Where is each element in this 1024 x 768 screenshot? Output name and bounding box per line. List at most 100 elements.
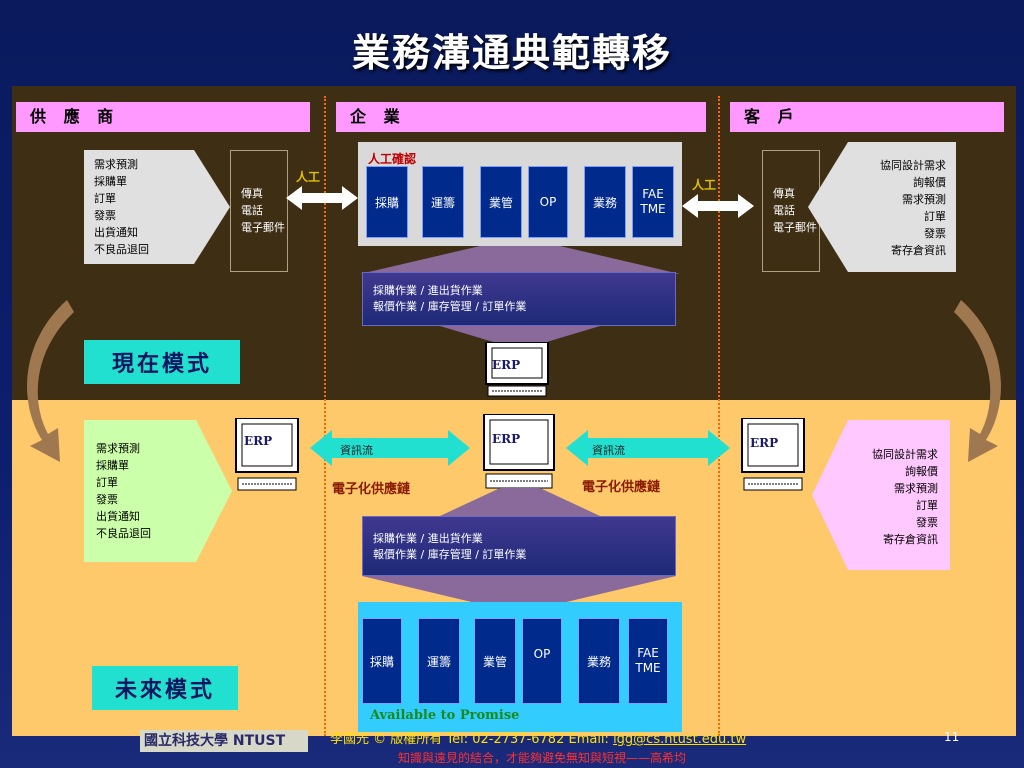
customer-erp-computer-icon: ERP <box>740 417 806 492</box>
erp-label: ERP <box>244 434 273 448</box>
list-item: 寄存倉資訊 <box>883 533 938 546</box>
dept-tme-label: TME <box>635 661 661 675</box>
manual-double-arrow-right <box>682 194 754 218</box>
dept-op: OP <box>528 166 568 238</box>
dept-logistics: 運籌 <box>422 166 464 238</box>
list-item: 寄存倉資訊 <box>891 244 946 257</box>
ops-line-2: 報價作業 / 庫存管理 / 訂單作業 <box>373 548 527 561</box>
dept-purchasing: 採購 <box>362 618 402 704</box>
supplier-future-doc-bg <box>84 420 232 562</box>
ops-line-1: 採購作業 / 進出貨作業 <box>373 532 483 545</box>
page-number: 11 <box>944 730 960 744</box>
manual-label-left: 人工 <box>296 170 321 184</box>
list-item: 詢報價 <box>905 465 938 478</box>
erp-label: ERP <box>492 432 521 446</box>
divider-right <box>718 96 720 736</box>
comm-fax: 傳真 <box>773 187 795 200</box>
supplier-erp-computer-icon: ERP <box>234 417 300 492</box>
list-item: 需求預測 <box>894 482 938 495</box>
customer-header: 客 戶 <box>730 102 1004 132</box>
right-cycle-arrow <box>954 300 1001 462</box>
erp-ops-connector-future <box>440 488 600 516</box>
comm-email: 電子郵件 <box>241 221 285 234</box>
list-item: 發票 <box>924 227 946 240</box>
current-ops-box: 採購作業 / 進出貨作業 報價作業 / 庫存管理 / 訂單作業 <box>362 272 676 326</box>
manual-double-arrow-left <box>286 186 358 210</box>
dept-ops-connector <box>360 246 680 274</box>
dept-sales: 業務 <box>578 618 620 704</box>
ops-dept-connector-future <box>362 576 676 604</box>
dept-fae-label: FAE <box>637 646 659 660</box>
list-item: 不良品退回 <box>96 527 151 540</box>
info-flow-label-right: 資訊流 <box>592 444 625 457</box>
supplier-comm-box: 傳真 電話 電子郵件 <box>230 150 288 272</box>
list-item: 不良品退回 <box>94 243 149 256</box>
current-erp-computer-icon: ERP <box>484 341 550 398</box>
future-mode-label: 未來模式 <box>92 666 238 710</box>
future-ops-box: 採購作業 / 進出貨作業 報價作業 / 庫存管理 / 訂單作業 <box>362 516 676 576</box>
manual-confirm-label: 人工確認 <box>368 152 417 166</box>
dept-fae-label: FAE <box>642 187 664 201</box>
list-item: 出貨通知 <box>96 510 140 523</box>
info-flow-arrow-right <box>566 430 730 466</box>
current-mode-label: 現在模式 <box>84 340 240 384</box>
list-item: 需求預測 <box>96 442 140 455</box>
enterprise-erp-computer-icon: ERP <box>482 413 556 490</box>
erp-label: ERP <box>750 436 779 450</box>
list-item: 協同設計需求 <box>880 159 946 172</box>
supplier-doc-arrow-bg <box>84 150 230 264</box>
footer-copyright: 李國光 © 版權所有 Tel: 02-2737-6782 Email: lgg@… <box>330 728 746 747</box>
ops-erp-connector <box>440 326 600 344</box>
list-item: 詢報價 <box>913 176 946 189</box>
customer-doc-arrow-bg <box>808 142 956 272</box>
divider-left <box>324 96 326 736</box>
list-item: 訂單 <box>96 476 118 489</box>
customer-future-doc-bg <box>812 420 950 570</box>
dept-op: OP <box>522 618 562 704</box>
comm-fax: 傳真 <box>241 187 263 200</box>
list-item: 訂單 <box>94 192 116 205</box>
ops-line-2: 報價作業 / 庫存管理 / 訂單作業 <box>373 300 527 313</box>
list-item: 採購單 <box>96 459 129 472</box>
manual-label-right: 人工 <box>692 178 717 192</box>
list-item: 發票 <box>916 516 938 529</box>
list-item: 訂單 <box>916 499 938 512</box>
dept-sales: 業務 <box>584 166 626 238</box>
info-flow-arrow-left <box>310 430 470 466</box>
list-item: 需求預測 <box>94 158 138 171</box>
erp-label: ERP <box>492 358 521 372</box>
list-item: 協同設計需求 <box>872 448 938 461</box>
footer-email-link[interactable]: lgg@cs.ntust.edu.tw <box>613 732 747 747</box>
comm-phone: 電話 <box>773 204 795 217</box>
list-item: 需求預測 <box>902 193 946 206</box>
dept-fae-tme: FAE TME <box>632 166 674 238</box>
supplier-header: 供 應 商 <box>16 102 310 132</box>
ops-line-1: 採購作業 / 進出貨作業 <box>373 284 483 297</box>
dept-fae-tme: FAE TME <box>628 618 668 704</box>
e-supply-chain-right: 電子化供應鏈 <box>582 480 661 495</box>
customer-doc-list: 協同設計需求 詢報價 需求預測 訂單 發票 寄存倉資訊 <box>846 157 946 259</box>
info-flow-label-left: 資訊流 <box>340 444 373 457</box>
left-cycle-arrow <box>27 300 74 462</box>
dept-business-mgmt: 業管 <box>480 166 522 238</box>
supplier-doc-list: 需求預測 採購單 訂單 發票 出貨通知 不良品退回 <box>94 156 149 258</box>
footer-quote: 知識與遠見的結合，才能夠避免無知與短視——高希均 <box>397 751 686 765</box>
enterprise-header: 企 業 <box>336 102 706 132</box>
dept-business-mgmt: 業管 <box>474 618 516 704</box>
e-supply-chain-left: 電子化供應鏈 <box>332 482 411 497</box>
dept-sales-label: 業務 <box>592 195 617 210</box>
list-item: 發票 <box>94 209 116 222</box>
slide-title: 業務溝通典範轉移 <box>351 30 672 75</box>
supplier-future-doc-list: 需求預測 採購單 訂單 發票 出貨通知 不良品退回 <box>96 440 151 542</box>
university-logo: 國立科技大學 NTUST <box>140 730 308 752</box>
comm-phone: 電話 <box>241 204 263 217</box>
dept-logistics: 運籌 <box>418 618 460 704</box>
list-item: 訂單 <box>924 210 946 223</box>
available-to-promise-label: Available to Promise <box>370 708 520 723</box>
list-item: 發票 <box>96 493 118 506</box>
customer-future-doc-list: 協同設計需求 詢報價 需求預測 訂單 發票 寄存倉資訊 <box>838 446 938 548</box>
footer-copyright-text: 李國光 © 版權所有 Tel: 02-2737-6782 Email: <box>330 732 614 747</box>
list-item: 出貨通知 <box>94 226 138 239</box>
comm-email: 電子郵件 <box>773 221 817 234</box>
dept-purchasing: 採購 <box>366 166 408 238</box>
